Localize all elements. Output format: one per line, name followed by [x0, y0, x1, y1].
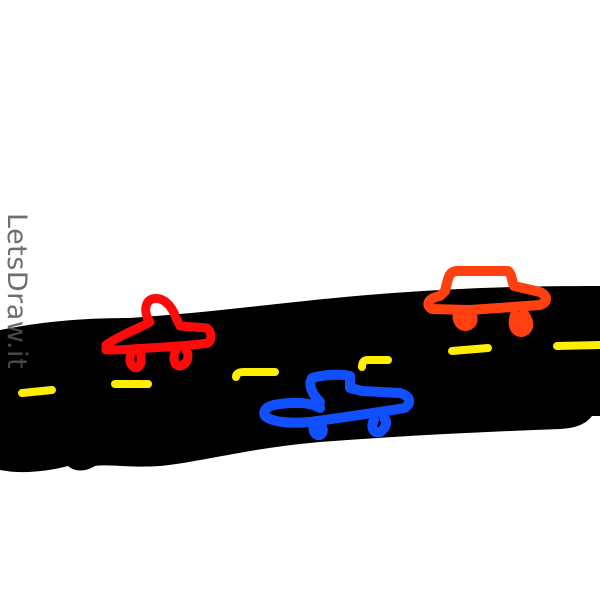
red-car	[101, 293, 216, 373]
road	[0, 286, 600, 473]
orange-car	[423, 266, 551, 337]
watermark-logo: LetsDraw.it	[1, 213, 32, 370]
lane-markings	[18, 341, 600, 397]
blue-car	[259, 369, 415, 441]
